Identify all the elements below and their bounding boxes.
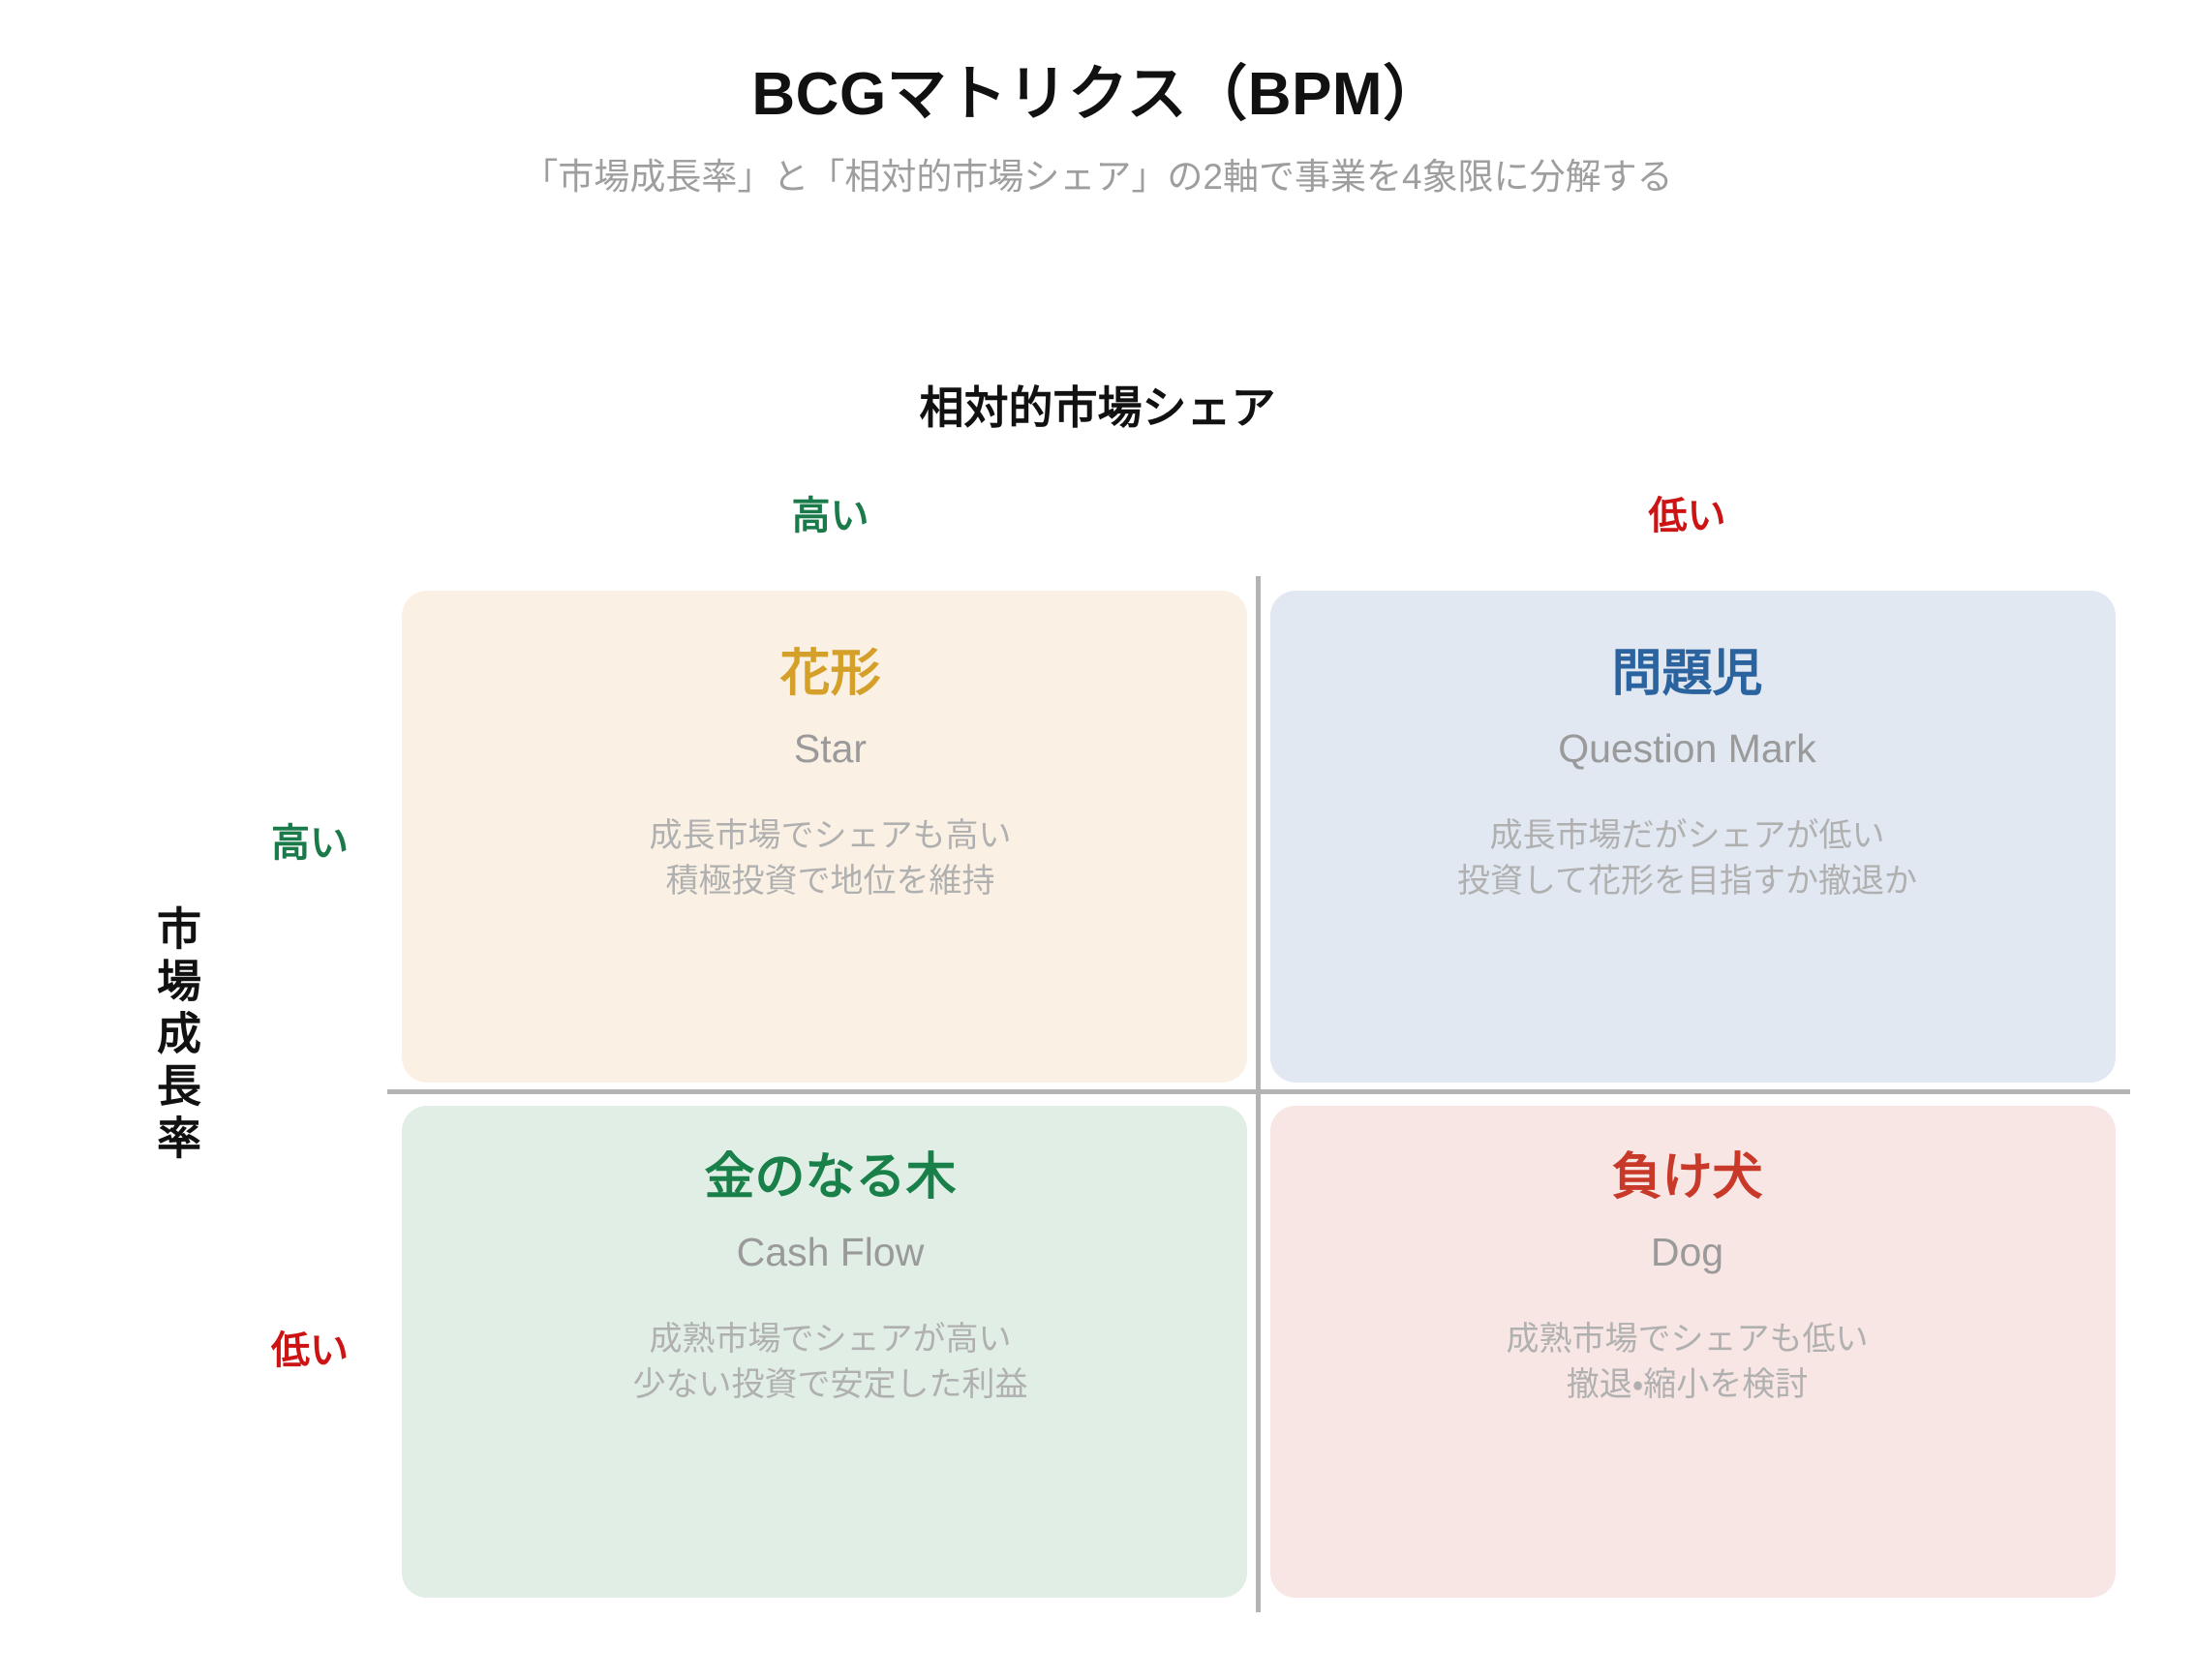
row-header-high: 高い (271, 822, 349, 865)
quadrant-question-mark-english: Question Mark (1558, 726, 1816, 772)
quadrant-star[interactable]: 花形 Star 成長市場でシェアも高い 積極投資で地位を維持 (402, 591, 1259, 1094)
quadrant-cash-flow[interactable]: 金のなる木 Cash Flow 成熟市場でシェアが高い 少ない投資で安定した利益 (402, 1094, 1259, 1598)
column-headers: 高い 低い (402, 484, 2116, 540)
bcg-matrix: 花形 Star 成長市場でシェアも高い 積極投資で地位を維持 問題児 Quest… (402, 591, 2116, 1598)
quadrant-star-card (402, 591, 1247, 1083)
quadrant-question-mark-card (1270, 591, 2116, 1083)
quadrant-dog[interactable]: 負け犬 Dog 成熟市場でシェアも低い 撤退・縮小を検討 (1259, 1094, 2116, 1598)
y-axis-title: 市場成長率 (151, 905, 201, 1167)
quadrant-question-mark-description-line-2: 投資して花形を目指すか撤退か (1457, 863, 1917, 901)
header: BCGマトリクス（BPM） 「市場成長率」と「相対的市場シェア」の2軸で事業を4… (0, 0, 2195, 200)
page-subtitle: 「市場成長率」と「相対的市場シェア」の2軸で事業を4象限に分解する (522, 157, 1673, 198)
quadrant-dog-card (1270, 1106, 2116, 1598)
row-header-low: 低い (271, 1329, 349, 1372)
quadrant-cash-flow-description: 成熟市場でシェアが高い 少ない投資で安定した利益 (402, 1274, 1259, 1408)
quadrant-dog-english: Dog (1650, 1230, 1724, 1275)
quadrant-star-description-line-1: 成長市場でシェアも高い (649, 817, 1012, 855)
quadrant-cash-flow-card (402, 1106, 1247, 1598)
quadrant-dog-description-line-1: 成熟市場でシェアも低い (1506, 1321, 1869, 1359)
quadrant-star-description: 成長市場でシェアも高い 積極投資で地位を維持 (402, 771, 1259, 904)
quadrant-star-english: Star (793, 726, 868, 772)
quadrant-star-description-line-2: 積極投資で地位を維持 (665, 863, 995, 901)
quadrant-dog-description: 成熟市場でシェアも低い 撤退・縮小を検討 (1259, 1274, 2116, 1408)
quadrant-star-title: 花形 (779, 646, 881, 702)
quadrant-cash-flow-title: 金のなる木 (704, 1149, 957, 1206)
column-header-low: 低い (1648, 495, 1726, 537)
quadrant-dog-title: 負け犬 (1611, 1149, 1763, 1206)
quadrant-cash-flow-english: Cash Flow (736, 1230, 925, 1275)
quadrant-dog-description-line-2: 撤退・縮小を検討 (1566, 1366, 1809, 1404)
horizontal-divider (387, 1089, 2130, 1094)
vertical-divider (1256, 576, 1261, 1612)
page-title: BCGマトリクス（BPM） (751, 61, 1444, 128)
column-header-high: 高い (791, 495, 869, 537)
quadrant-question-mark-title: 問題児 (1611, 646, 1763, 702)
quadrant-question-mark[interactable]: 問題児 Question Mark 成長市場だがシェアが低い 投資して花形を目指… (1259, 591, 2116, 1094)
quadrant-question-mark-description-line-1: 成長市場だがシェアが低い (1489, 817, 1885, 855)
quadrant-cash-flow-description-line-1: 成熟市場でシェアが高い (649, 1321, 1012, 1359)
quadrant-cash-flow-description-line-2: 少ない投資で安定した利益 (632, 1366, 1028, 1404)
x-axis-title: 相対的市場シェア (919, 382, 1276, 433)
quadrant-question-mark-description: 成長市場だがシェアが低い 投資して花形を目指すか撤退か (1259, 771, 2116, 904)
